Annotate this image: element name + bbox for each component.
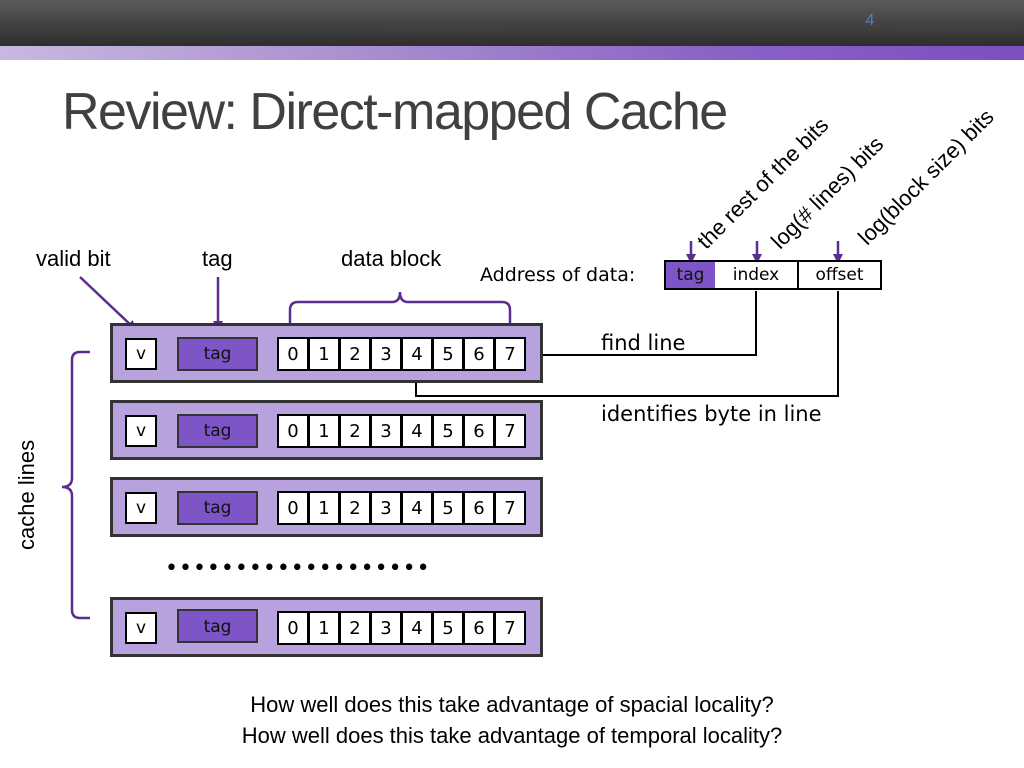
byte-cell: 1 [308, 414, 340, 448]
byte-cell: 1 [308, 611, 340, 645]
address-tag-field: tag [664, 260, 717, 290]
byte-cell: 4 [401, 611, 433, 645]
data-block-label: data block [341, 246, 442, 271]
question-spatial: How well does this take advantage of spa… [250, 692, 774, 717]
find-line-label: find line [601, 331, 686, 355]
valid-bit-box: v [125, 492, 157, 524]
byte-cell: 7 [494, 337, 526, 371]
byte-cell: 1 [308, 337, 340, 371]
cache-lines-brace [61, 350, 90, 620]
byte-cell: 3 [370, 611, 402, 645]
byte-cell: 5 [432, 491, 464, 525]
tag-box: tag [177, 609, 258, 643]
byte-cell: 4 [401, 337, 433, 371]
address-offset-field: offset [797, 260, 882, 290]
byte-cell: 0 [277, 414, 309, 448]
tag-label: tag [202, 246, 233, 271]
find-line-connector [543, 291, 757, 356]
data-block-row: 0 1 2 3 4 5 6 7 [277, 414, 530, 448]
byte-cell: 1 [308, 491, 340, 525]
tag-box: tag [177, 414, 258, 448]
byte-connector [415, 291, 839, 397]
valid-bit-box: v [125, 612, 157, 644]
data-block-row: 0 1 2 3 4 5 6 7 [277, 491, 530, 525]
ellipsis-dots: ••••••••••••••••••• [165, 556, 431, 581]
byte-cell: 5 [432, 611, 464, 645]
byte-cell: 3 [370, 414, 402, 448]
byte-cell: 3 [370, 491, 402, 525]
valid-bit-box: v [125, 415, 157, 447]
byte-cell: 4 [401, 491, 433, 525]
byte-cell: 7 [494, 491, 526, 525]
byte-cell: 2 [339, 337, 371, 371]
valid-bit-label: valid bit [36, 246, 111, 271]
tag-box: tag [177, 337, 258, 371]
tag-box: tag [177, 491, 258, 525]
byte-cell: 6 [463, 414, 495, 448]
byte-cell: 5 [432, 414, 464, 448]
byte-cell: 2 [339, 491, 371, 525]
question-temporal: How well does this take advantage of tem… [241, 723, 783, 748]
byte-cell: 3 [370, 337, 402, 371]
byte-cell: 4 [401, 414, 433, 448]
data-block-row: 0 1 2 3 4 5 6 7 [277, 611, 530, 645]
slide-title: Review: Direct-mapped Cache [62, 83, 728, 141]
byte-cell: 7 [494, 414, 526, 448]
valid-bit-arrow [79, 276, 137, 331]
data-block-brace [288, 291, 512, 330]
cache-lines-label: cache lines [14, 439, 39, 550]
byte-cell: 2 [339, 611, 371, 645]
byte-cell: 6 [463, 491, 495, 525]
byte-cell: 6 [463, 337, 495, 371]
identifies-byte-label: identifies byte in line [601, 402, 822, 426]
byte-cell: 0 [277, 611, 309, 645]
address-index-field: index [715, 260, 799, 290]
page-number: 4 [865, 12, 875, 29]
byte-cell: 7 [494, 611, 526, 645]
accent-stripe [0, 46, 1024, 60]
byte-cell: 6 [463, 611, 495, 645]
byte-cell: 0 [277, 337, 309, 371]
valid-bit-box: v [125, 338, 157, 370]
top-bar [0, 0, 1024, 46]
data-block-row: 0 1 2 3 4 5 6 7 [277, 337, 530, 371]
byte-cell: 5 [432, 337, 464, 371]
byte-cell: 0 [277, 491, 309, 525]
address-of-data-label: Address of data: [480, 264, 636, 286]
byte-cell: 2 [339, 414, 371, 448]
